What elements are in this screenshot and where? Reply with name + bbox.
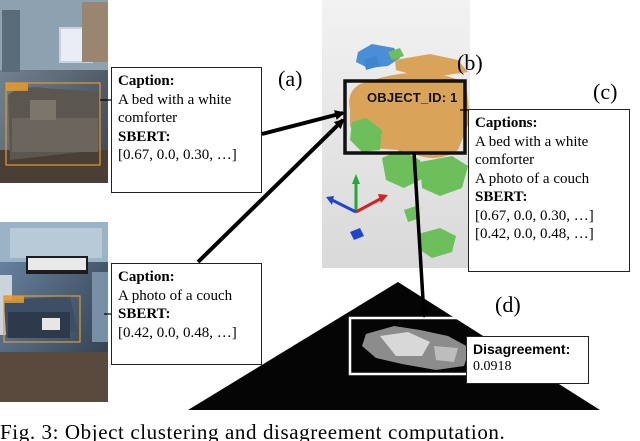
- caption-box-couch: Caption: A photo of a couch SBERT: [0.42…: [111, 263, 262, 365]
- arrows: [100, 99, 468, 318]
- object-cluster-box: [343, 79, 467, 155]
- caption1-line2: comforter: [475, 152, 535, 168]
- sbert-vector-1: [0.67, 0.0, 0.30, …]: [475, 207, 594, 224]
- caption-text-line2: comforter: [118, 110, 178, 126]
- arrow-d: [412, 151, 429, 318]
- arrow-a-top: [261, 110, 345, 136]
- arrow-a-bottom: [196, 118, 345, 264]
- label-d: (d): [495, 292, 521, 317]
- bbox-tag-photo2: couch: [6, 296, 24, 303]
- label-c: (c): [593, 79, 618, 104]
- label-b: (b): [457, 50, 483, 75]
- disagreement-heading: Disagreement:: [473, 341, 571, 357]
- caption-heading: Caption:: [118, 73, 175, 89]
- object-id-label: OBJECT_ID: 1: [367, 90, 458, 105]
- caption1-line1: A bed with a white: [475, 133, 589, 150]
- disagreement-value: 0.0918: [473, 359, 512, 374]
- caption2-line1: A photo of a couch: [475, 170, 590, 187]
- captions-heading: Captions:: [475, 115, 538, 131]
- sbert-heading: SBERT:: [118, 306, 171, 322]
- caption-box-bed: Caption: A bed with a white comforter SB…: [111, 67, 262, 193]
- sbert-heading: SBERT:: [475, 189, 528, 205]
- sbert-vector: [0.42, 0.0, 0.48, …]: [118, 324, 237, 341]
- figure-caption: Fig. 3: Object clustering and disagreeme…: [0, 420, 506, 441]
- sbert-vector-2: [0.42, 0.0, 0.48, …]: [475, 226, 594, 242]
- disagreement-box: Disagreement: 0.0918: [466, 336, 589, 384]
- caption-text-line1: A bed with a white: [118, 91, 232, 108]
- sbert-heading: SBERT:: [118, 128, 171, 145]
- point-cloud-view: [322, 0, 470, 268]
- caption-heading: Caption:: [118, 269, 175, 285]
- bbox-tag-photo1: couch: [8, 84, 26, 91]
- sbert-vector: [0.67, 0.0, 0.30, …]: [118, 147, 237, 163]
- merged-captions-box: Captions: A bed with a white comforter A…: [468, 109, 630, 272]
- label-a: (a): [278, 66, 303, 91]
- room-photo-1: [0, 0, 108, 183]
- caption-text-line1: A photo of a couch: [118, 287, 233, 304]
- room-photo-2: [0, 222, 108, 402]
